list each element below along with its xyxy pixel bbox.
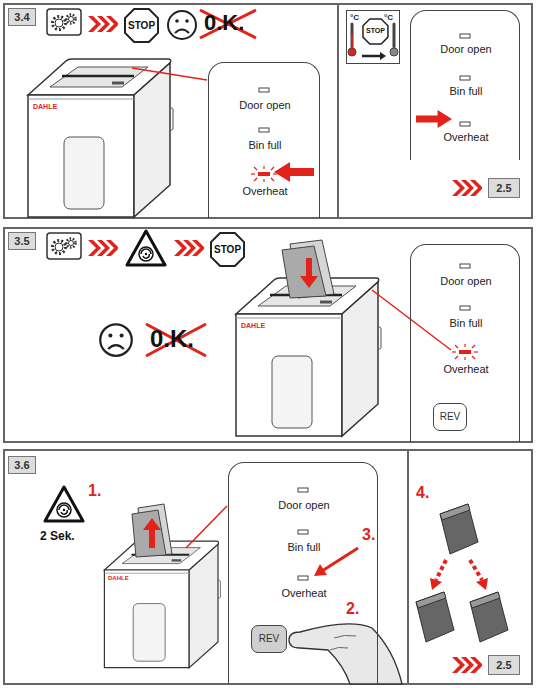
node-text: Door open [440,43,491,56]
pointer-arrow [274,162,314,182]
callout-number: 2. [346,600,359,618]
control-panel: Door openBin fullOverheat [208,62,320,218]
leader-line [372,290,451,350]
brand-logo: DAHLE [241,322,265,330]
callout-number: 3. [362,526,375,544]
control-panel: Door openBin fullOverheatREV [410,244,520,442]
node-text: Overheat [443,363,488,376]
gear-icon [47,233,81,259]
shredder-drawing [28,59,173,217]
control-panel: Door openBin fullOverheat [410,10,520,160]
control-panel: Door openBin fullOverheatREV [228,462,378,684]
blinking-led [251,166,277,182]
node-text: 3.5 [14,235,29,248]
step-number: 3.6 [8,456,36,474]
sad-face [100,324,132,356]
node-text: Door open [239,99,290,112]
step-number: 2.5 [488,178,520,198]
stop-sign: STOP [210,232,245,267]
brand-logo: DAHLE [108,575,129,582]
node-text: Overheat [281,587,326,600]
leader-line [132,68,207,80]
node-text: 3.4 [14,11,29,24]
callout-number: 4. [416,484,429,502]
flow-arrows [88,16,119,32]
node-text: Overheat [443,131,488,144]
node-text: Door open [440,275,491,288]
node-text: °C [384,13,393,22]
go-to-arrows [452,657,483,673]
status-text: 0.K. [150,326,194,352]
paper-stack [416,592,454,642]
node-text: Bin full [449,317,482,330]
brand-logo: DAHLE [33,103,57,111]
node-text: Bin full [248,139,281,152]
blinking-led [452,344,478,360]
sad-face [168,11,196,39]
hand-detail [330,635,356,650]
gear-icon [47,9,81,35]
callout-number: 1. [88,482,101,500]
node-text: Bin full [287,541,320,554]
flow-arrows [174,240,205,256]
step-number: 3.5 [8,232,36,250]
dashed-arrow-heads [430,578,488,590]
leader-line [186,506,227,548]
stop-sign: STOP [124,8,159,43]
paper-stack [440,504,478,554]
stop-sign: STOP [362,18,389,45]
temperature-icon: °C °C STOP [346,10,400,64]
node-text: Overheat [242,185,287,198]
node-text: Door open [278,499,329,512]
pointer-arrow [314,548,358,576]
duration-label: 2 Sek. [40,530,75,543]
warning-triangle [127,231,165,265]
node-text: STOP [366,27,385,35]
node-text: STOP [128,20,155,32]
step-number: 3.4 [8,8,36,26]
panel-frame [4,4,532,684]
node-text: °C [350,13,359,22]
rev-button: REV [251,625,287,653]
rev-button: REV [433,403,467,431]
go-to-arrows [452,180,483,196]
dashed-arrows [436,560,482,580]
pointer-arrow [416,110,452,128]
node-text: STOP [214,244,241,256]
paper-sheets [282,240,334,298]
node-text: 2.5 [496,182,511,195]
octagon-outline [211,233,244,266]
shredder-drawing [236,278,381,436]
paper-stack [470,592,508,642]
node-text: 3.6 [14,459,29,472]
status-text: 0.K. [204,11,244,35]
node-text: Bin full [449,85,482,98]
node-text: REV [440,411,461,423]
flow-arrows [88,240,119,256]
node-text: REV [259,633,280,645]
paper-sheets [132,504,172,557]
cross-out [146,324,206,356]
octagon-outline [363,19,388,44]
node-text: 2.5 [496,659,511,672]
step-number: 2.5 [488,655,520,675]
shredder-drawing [104,541,220,667]
cross-out [200,10,256,38]
warning-triangle [45,487,83,521]
octagon-outline [125,9,158,42]
hand [289,624,402,684]
